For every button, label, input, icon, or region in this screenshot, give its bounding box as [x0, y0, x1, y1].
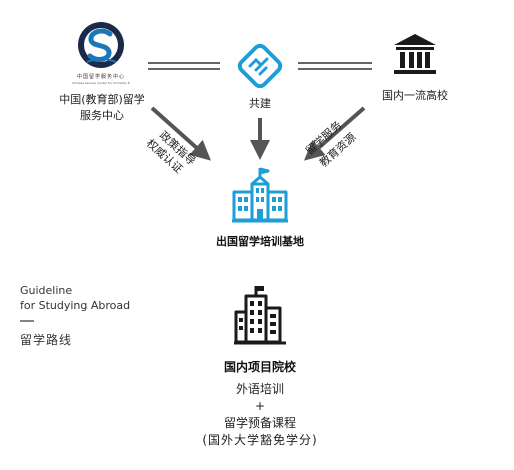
school-building-icon — [232, 167, 288, 223]
handshake-node — [234, 40, 286, 92]
guideline-zh: 留学路线 — [20, 333, 73, 347]
csc-label: 中国(教育部)留学 服务中心 — [40, 92, 164, 124]
program-line3: (国外大学豁免学分) — [202, 433, 318, 447]
project-label: 国内项目院校 — [223, 360, 296, 374]
base-label: 出国留学培训基地 — [216, 235, 304, 248]
office-building-icon — [234, 286, 286, 345]
csc-logo: 中国留学服务中心 Chinese Service Center for Scho… — [72, 20, 130, 85]
guideline-block: Guideline for Studying Abroad — [20, 283, 170, 313]
csc-label-line1: 中国(教育部)留学 — [59, 93, 145, 106]
arrow-right-diagonal — [303, 106, 366, 161]
csc-logo-icon — [78, 22, 124, 68]
project-node — [232, 284, 288, 346]
university-node — [391, 32, 439, 76]
cooperation-label: 共建 — [249, 97, 271, 110]
program-plus: + — [254, 399, 266, 413]
program-line2: 留学预备课程 — [223, 416, 296, 430]
university-building-icon — [394, 34, 436, 74]
csc-label-line2: 服务中心 — [80, 109, 124, 122]
base-node — [230, 166, 290, 224]
csc-logo-text: 中国留学服务中心 — [76, 74, 125, 80]
csc-logo-subtext: Chinese Service Center for Scholarly Exc… — [72, 81, 130, 85]
handshake-icon — [237, 43, 283, 89]
university-label: 国内一流高校 — [382, 89, 448, 102]
program-line1: 外语培训 — [235, 382, 284, 396]
arrow-left-diagonal — [150, 106, 211, 161]
guideline-en-line1: Guideline — [20, 284, 73, 297]
guideline-en-line2: for Studying Abroad — [20, 299, 131, 312]
